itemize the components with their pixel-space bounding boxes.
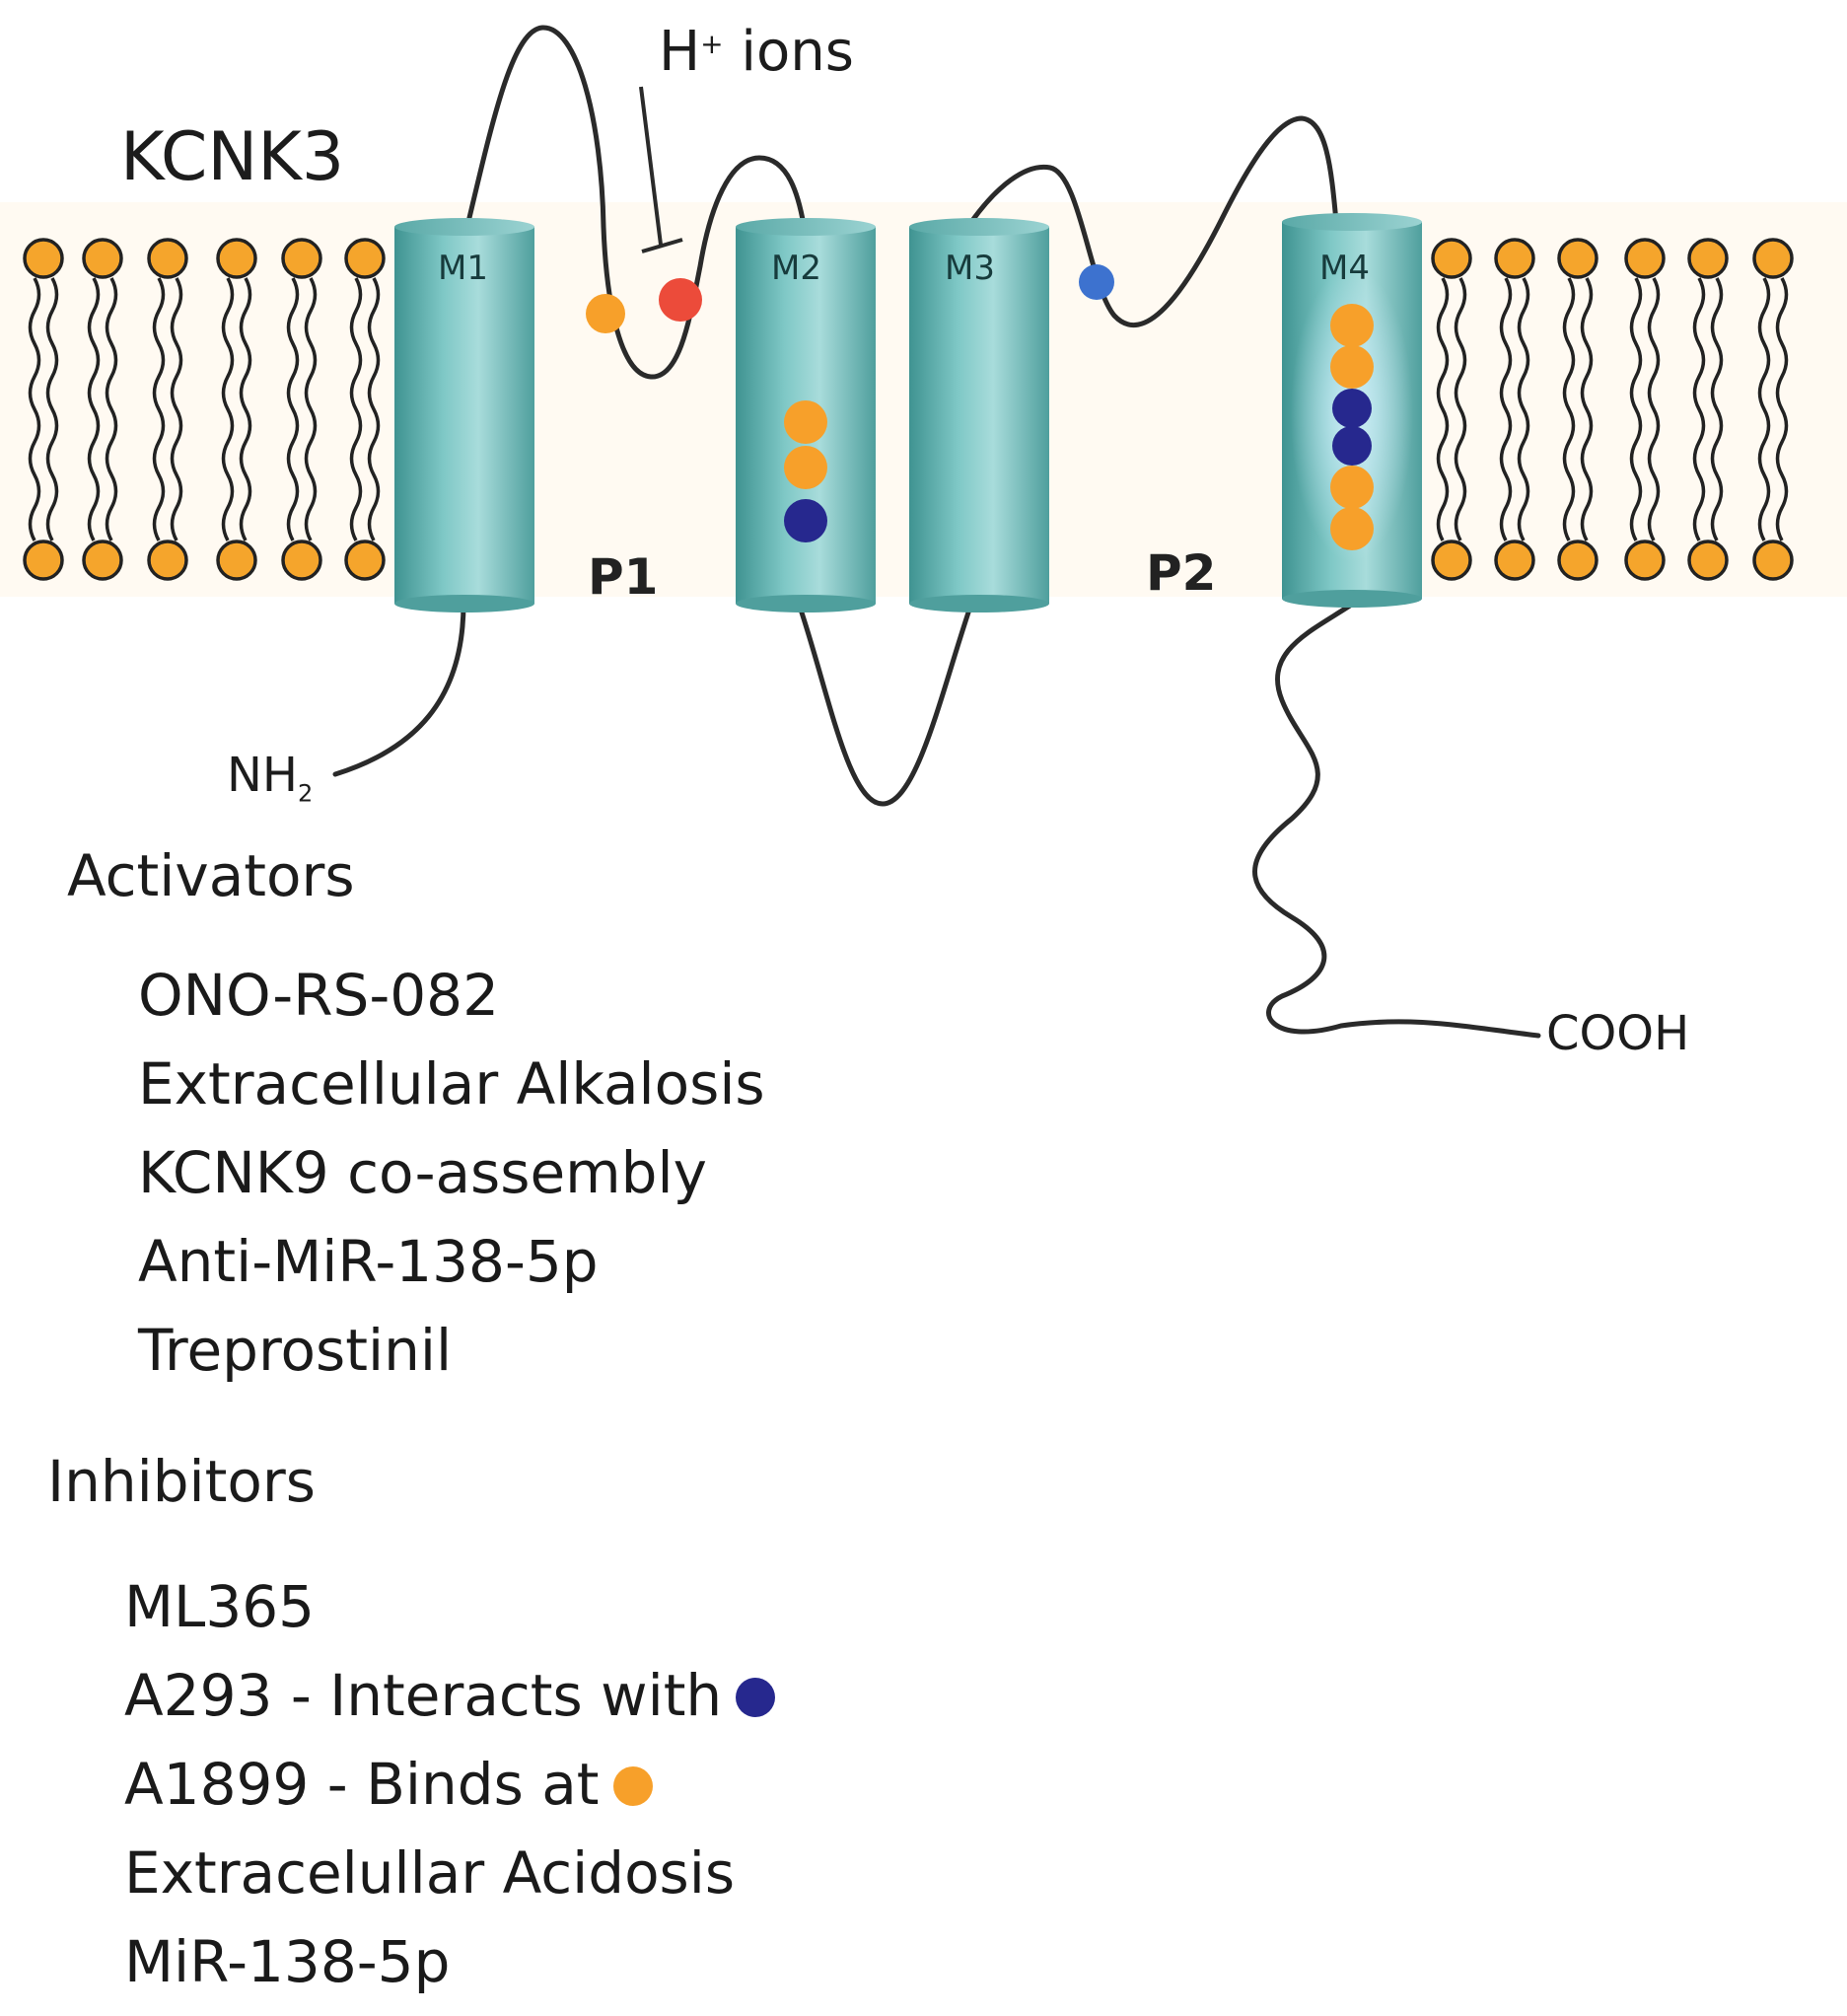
lipid-tail — [304, 277, 318, 541]
orange-site — [1330, 304, 1374, 347]
orange-dot-icon — [612, 1765, 653, 1806]
c-terminus-label: COOH — [1546, 1006, 1690, 1061]
lipid-tail — [1647, 277, 1661, 541]
orange-site — [1330, 507, 1374, 550]
n-terminus-chain — [332, 601, 466, 777]
orange-site — [586, 294, 625, 333]
lipid-head — [216, 238, 257, 279]
lipid-head — [281, 540, 322, 581]
lipid-head — [1624, 238, 1666, 279]
lipid-tail — [221, 277, 235, 541]
lipid-tail — [1562, 277, 1576, 541]
loop-m1-p1 — [465, 25, 807, 380]
navy-site — [1332, 426, 1372, 466]
orange-site — [1330, 345, 1374, 389]
lipid-head — [82, 540, 123, 581]
inhibitors-list: ML365 A293 - Interacts with A1899 - Bind… — [124, 1562, 776, 2006]
lipid-tail — [286, 277, 300, 541]
lipid-head — [1557, 238, 1598, 279]
lipid-head — [1687, 238, 1729, 279]
orange-site — [784, 400, 827, 444]
inhibitor-item: MiR-138-5p — [124, 1928, 451, 1995]
inhibitor-item: A293 - Interacts with — [124, 1651, 776, 1740]
lipid-tail — [349, 277, 363, 541]
h-ions-inhibition-marker — [639, 86, 683, 253]
activator-item: Anti-MiR-138-5p — [138, 1228, 599, 1295]
lipid-head — [23, 238, 64, 279]
lipid-head — [1687, 540, 1729, 581]
lipid-head — [1557, 540, 1598, 581]
n-terminus-label: NH2 — [227, 748, 314, 808]
segment-label-m3: M3 — [945, 249, 995, 288]
inhibitor-item: ML365 — [124, 1573, 316, 1640]
lipid-tail — [1580, 277, 1594, 541]
orange-site — [1330, 466, 1374, 509]
blue-site — [1079, 264, 1114, 300]
lipid-head — [281, 238, 322, 279]
lipid-tail — [239, 277, 252, 541]
helix-m3 — [909, 218, 1049, 612]
c-terminus-chain — [1252, 601, 1541, 1039]
navy-site — [1332, 389, 1372, 428]
inhibitor-item: A1899 - Binds at — [124, 1740, 775, 1829]
activators-heading: Activators — [67, 842, 355, 909]
lipid-head — [1494, 540, 1535, 581]
lipid-head — [1494, 238, 1535, 279]
activator-item: Extracellular Alkalosis — [138, 1050, 765, 1117]
lipid-tail — [45, 277, 59, 541]
activator-item: ONO-RS-082 — [138, 962, 499, 1029]
lipid-head — [1431, 540, 1472, 581]
lipid-head — [344, 238, 386, 279]
segment-label-m1: M1 — [438, 249, 488, 288]
lipid-tail — [1517, 277, 1530, 541]
activator-item: KCNK9 co-assembly — [138, 1139, 707, 1206]
activator-item: Treprostinil — [138, 1317, 453, 1384]
lipid-head — [1752, 238, 1794, 279]
lipid-head — [147, 238, 188, 279]
lipid-tail — [1629, 277, 1643, 541]
lipid-tail — [1692, 277, 1706, 541]
lipid-head — [82, 238, 123, 279]
lipid-tail — [367, 277, 381, 541]
diagram-title: KCNK3 — [120, 118, 345, 196]
inhibitors-heading: Inhibitors — [47, 1448, 316, 1515]
loop-m3-p2-m4 — [968, 115, 1339, 328]
red-site — [659, 278, 702, 322]
helix-m1 — [394, 218, 534, 612]
lipid-tail — [1454, 277, 1467, 541]
lipid-tail — [1775, 277, 1789, 541]
pore-loop-label-p1: P1 — [588, 548, 659, 606]
lipid-head — [216, 540, 257, 581]
polypeptide-chain — [332, 25, 1541, 1039]
lipid-tail — [87, 277, 101, 541]
segment-label-m4: M4 — [1319, 249, 1370, 288]
lipid-tail — [152, 277, 166, 541]
lipid-tail — [105, 277, 118, 541]
lipid-bilayer-left — [23, 238, 386, 581]
pore-loop-label-p2: P2 — [1146, 544, 1217, 602]
navy-site — [784, 499, 827, 542]
activators-list: ONO-RS-082 Extracellular Alkalosis KCNK9… — [138, 951, 765, 1395]
lipid-head — [23, 540, 64, 581]
lipid-tail — [1436, 277, 1450, 541]
loop-m2-m3-intracellular — [796, 601, 974, 807]
lipid-head — [1752, 540, 1794, 581]
navy-dot-icon — [736, 1677, 776, 1717]
lipid-tail — [28, 277, 41, 541]
lipid-tail — [170, 277, 183, 541]
inhibitor-item: Extracelullar Acidosis — [124, 1839, 736, 1907]
lipid-head — [1431, 238, 1472, 279]
lipid-tail — [1757, 277, 1771, 541]
binding-sites — [586, 264, 1374, 550]
h-ions-label: H+ ions — [659, 20, 854, 84]
lipid-head — [147, 540, 188, 581]
lipid-head — [344, 540, 386, 581]
orange-site — [784, 446, 827, 489]
segment-label-m2: M2 — [771, 249, 821, 288]
lipid-bilayer-right — [1431, 238, 1794, 581]
lipid-tail — [1710, 277, 1724, 541]
lipid-tail — [1499, 277, 1513, 541]
lipid-head — [1624, 540, 1666, 581]
